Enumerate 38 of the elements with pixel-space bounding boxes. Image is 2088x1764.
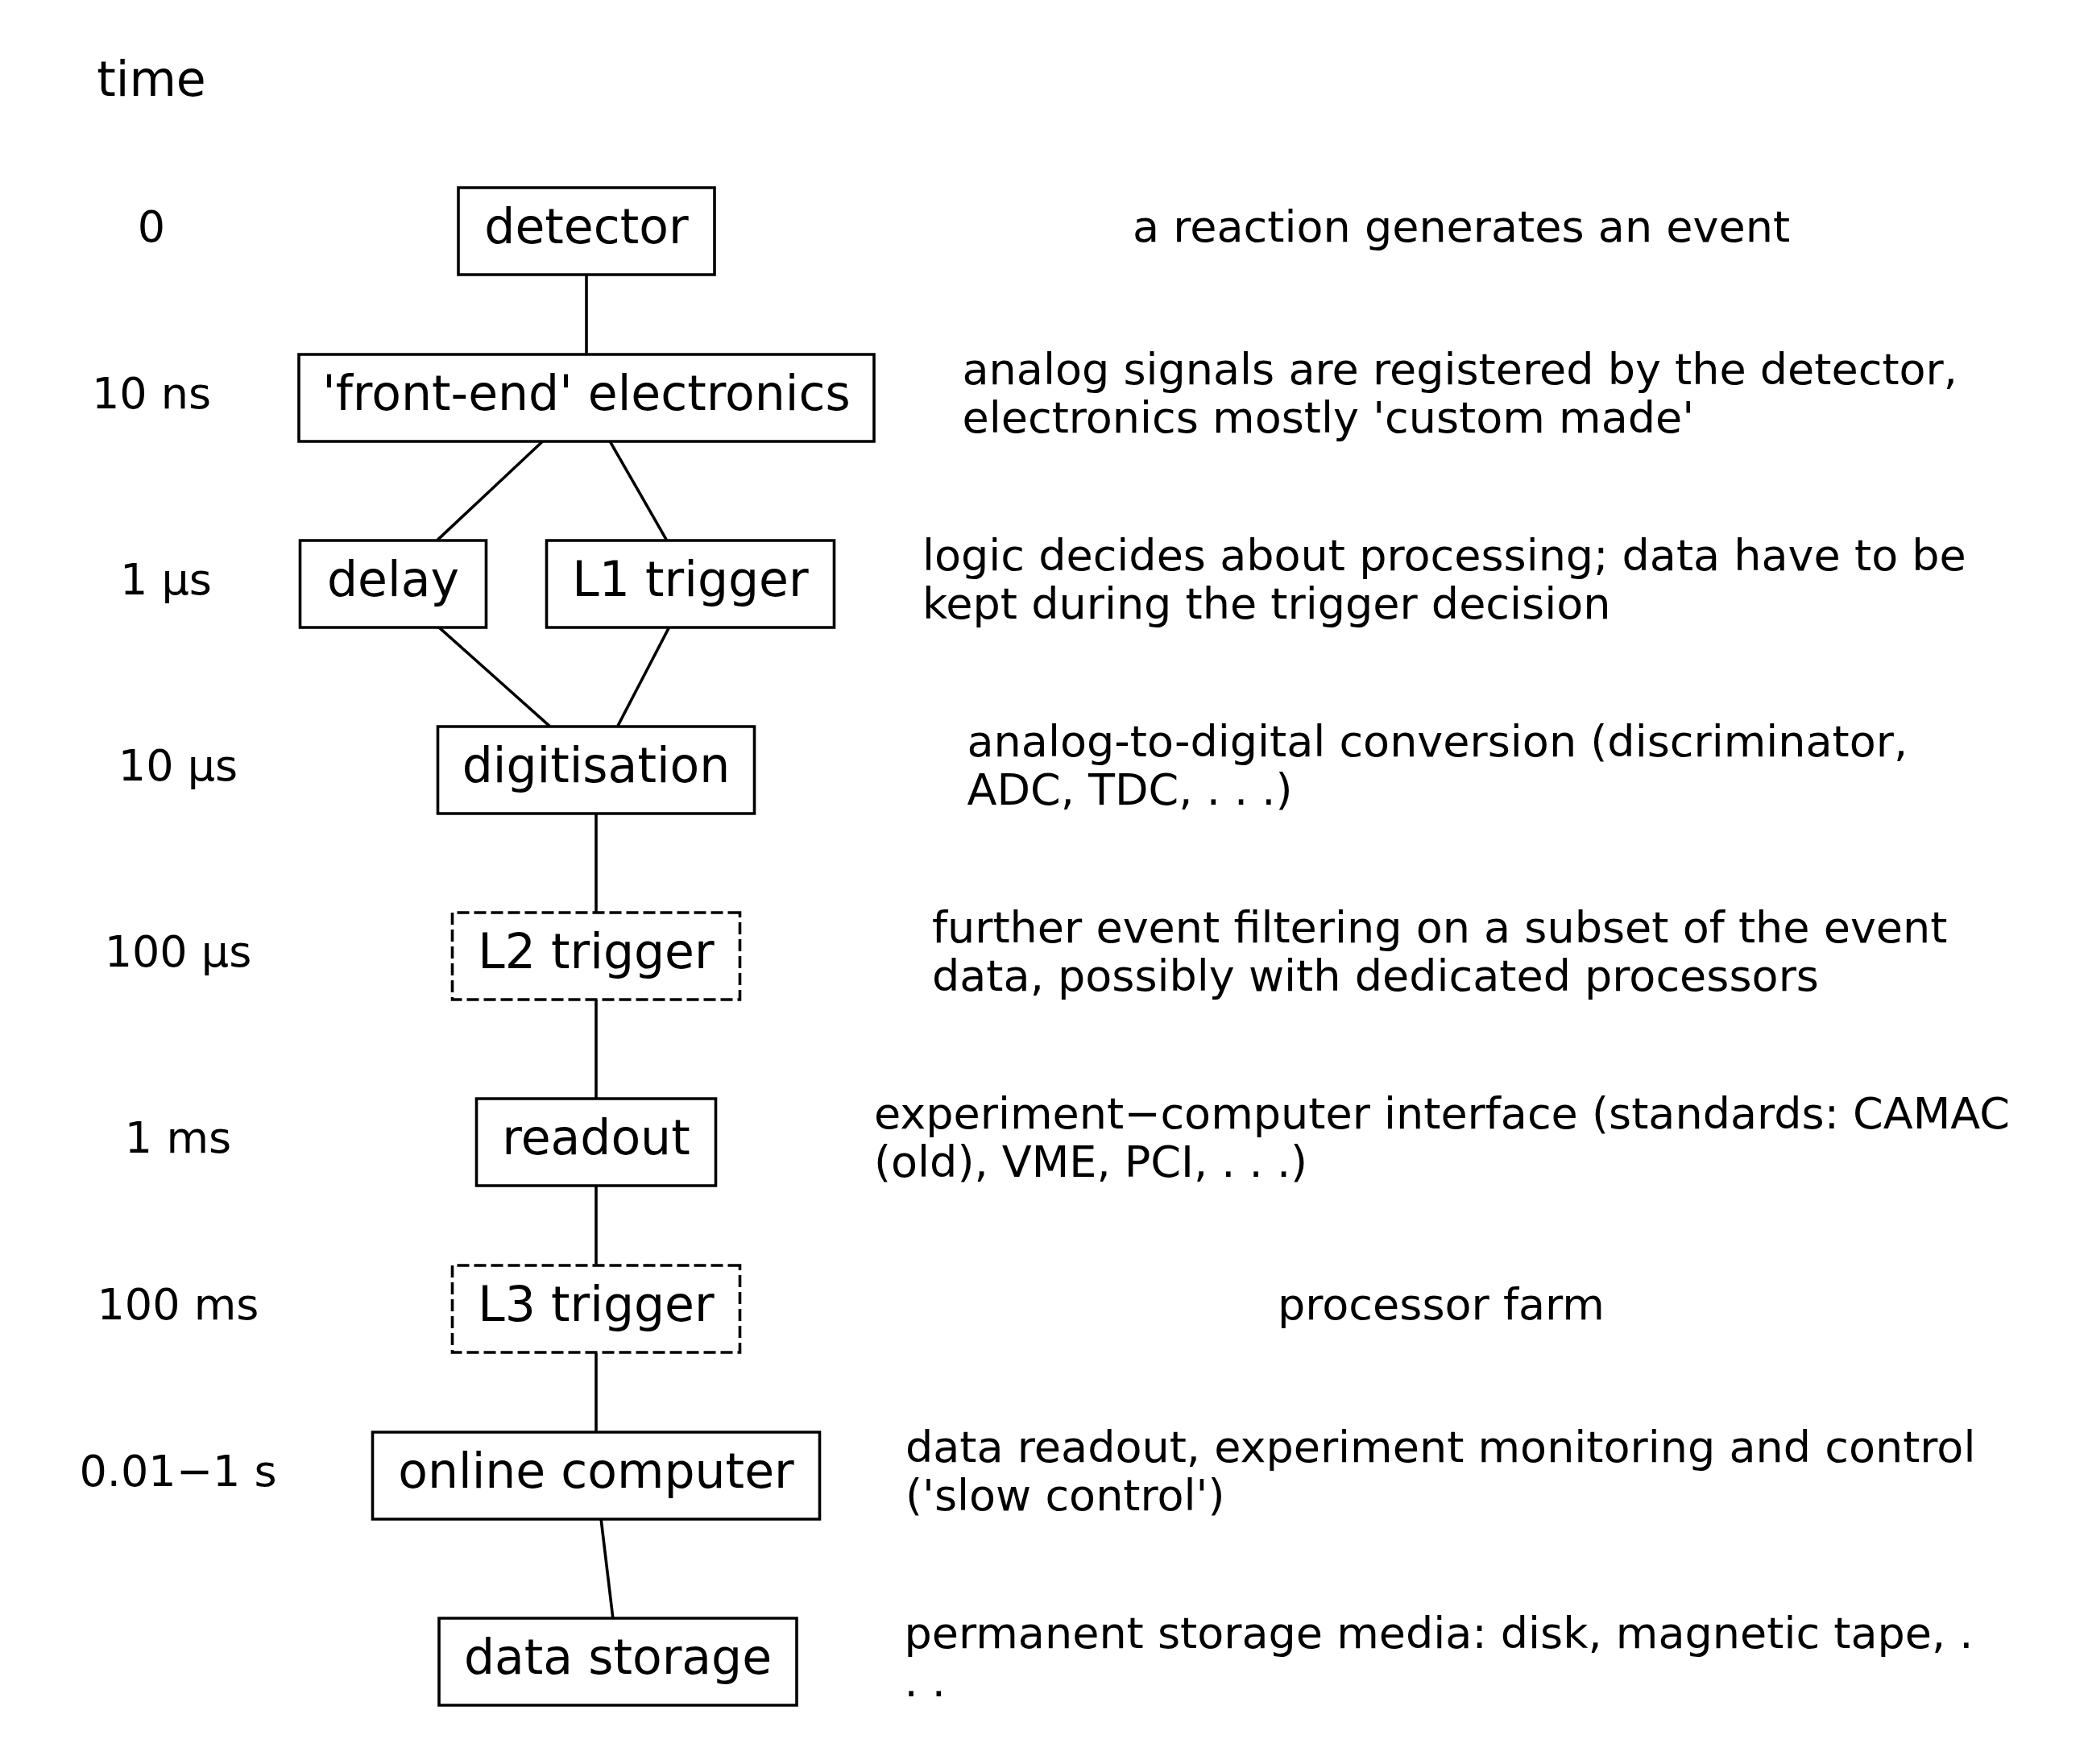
node-box: online computer (371, 1430, 821, 1521)
connector (594, 999, 598, 1098)
connector (615, 626, 670, 727)
node-box: digitisation (436, 724, 756, 815)
label: 1 ms (124, 1112, 231, 1163)
node-box: L2 trigger (450, 910, 741, 1001)
node-box: detector (456, 185, 716, 276)
label: data readout, experiment monitoring and control ('slow control') (905, 1421, 1975, 1521)
node-box: L3 trigger (450, 1263, 741, 1354)
label: permanent storage media: disk, magnetic tape, . . . (904, 1607, 1974, 1707)
connector (594, 1186, 598, 1265)
label: analog signals are registered by the detector, electronics mostly 'custom made' (962, 343, 1958, 443)
label: analog-to-digital conversion (discriminator, ADC, TDC, . . .) (967, 715, 1908, 815)
connector (584, 275, 588, 354)
node-box: 'front-end' electronics (296, 352, 876, 443)
label: 0 (137, 201, 165, 252)
node-box: L1 trigger (545, 538, 835, 629)
label: logic decides about processing; data have to be kept during the trigger decision (922, 529, 1966, 629)
label: processor farm (1277, 1278, 1605, 1330)
label: 10 ns (91, 367, 211, 419)
label: 100 ms (97, 1278, 259, 1330)
node-box: data storage (437, 1616, 798, 1707)
label: a reaction generates an event (1132, 201, 1790, 252)
label: 1 µs (119, 553, 212, 605)
connector (599, 1518, 615, 1618)
node-box: readout (474, 1096, 717, 1187)
connector (594, 1352, 598, 1431)
connector (594, 813, 598, 912)
label: experiment−computer interface (standards: CAMAC (old), VME, PCI, . . .) (873, 1087, 2010, 1187)
connector (436, 440, 544, 541)
label: 10 µs (118, 739, 238, 791)
label: 100 µs (104, 925, 251, 977)
label: further event filtering on a subset of the event data, possibly with dedicated processors (931, 901, 1947, 1001)
label: time (96, 50, 206, 107)
node-box: delay (298, 538, 487, 629)
connector (437, 626, 550, 727)
label: 0.01−1 s (78, 1445, 277, 1497)
connector (608, 440, 668, 540)
